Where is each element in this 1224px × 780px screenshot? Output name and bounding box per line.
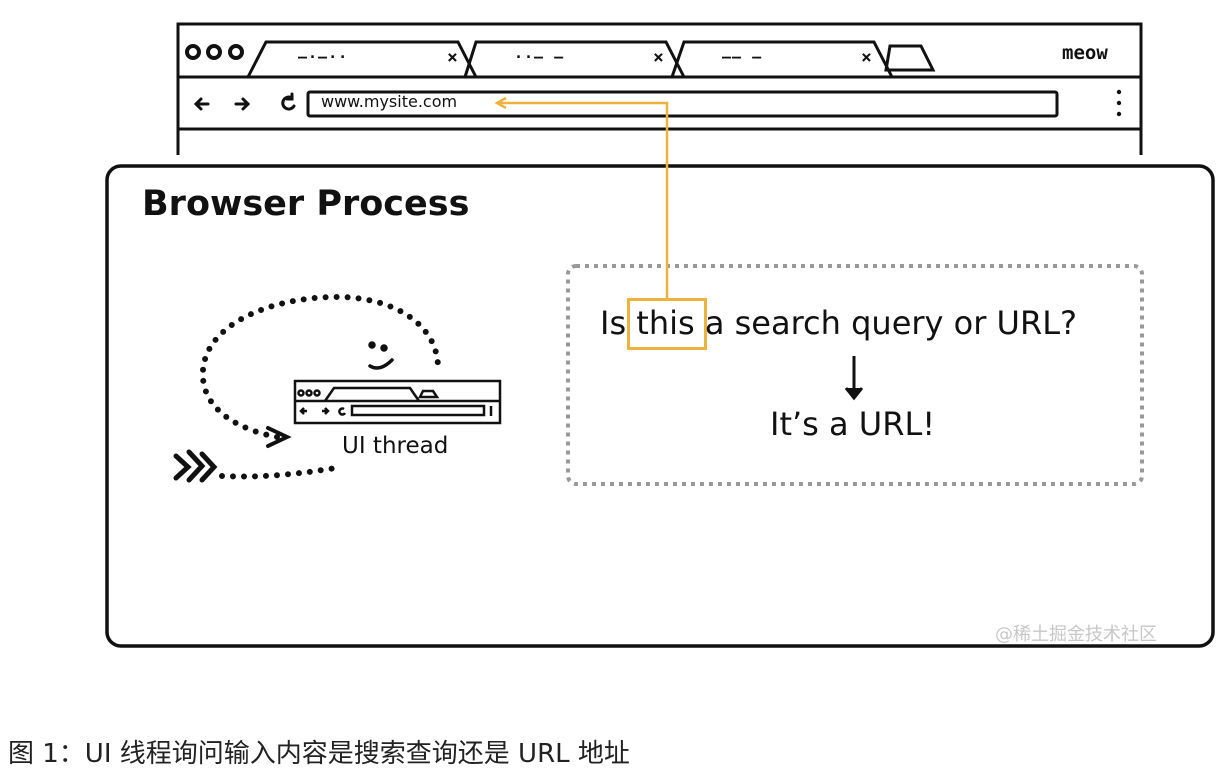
tab-2-close-icon[interactable]: ×: [653, 47, 665, 68]
figure-caption: 图 1：UI 线程询问输入内容是搜索查询还是 URL 地址: [8, 739, 630, 769]
tab-2-label[interactable]: ··— —: [514, 48, 565, 66]
address-bar[interactable]: [306, 90, 1059, 118]
mini-browser: [293, 379, 502, 425]
tab-2-outline: [463, 40, 686, 78]
ui-thread-label: UI thread: [342, 433, 449, 459]
tab-3-outline: [670, 40, 894, 78]
answer-text: It’s a URL!: [770, 405, 936, 443]
browser-window-frame: [176, 22, 1143, 155]
browser-process-box: [105, 164, 1215, 648]
url-connector: [494, 96, 669, 298]
window-controls: [185, 44, 244, 60]
tab-1-close-icon[interactable]: ×: [447, 47, 459, 68]
highlight-box: [627, 298, 707, 350]
loop-arrowhead: [266, 426, 292, 448]
window-title: meow: [1062, 42, 1108, 64]
nav-icons: [193, 92, 296, 111]
tab-3-label[interactable]: —— —: [722, 48, 763, 66]
question-highlight-word: this: [636, 304, 695, 342]
address-bar-text[interactable]: www.mysite.com: [321, 92, 458, 111]
decision-region: [566, 264, 1144, 486]
watermark: @稀土掘金技术社区: [995, 624, 1157, 645]
forward-arrow-icon: [234, 97, 251, 111]
tab-1-label[interactable]: —·—··: [298, 48, 349, 66]
reload-icon: [281, 92, 296, 111]
down-arrow: [844, 356, 864, 401]
thread-loop: [199, 293, 441, 480]
question-prefix: Is: [600, 304, 637, 342]
question-text: Is this a search query or URL?: [600, 304, 1077, 342]
back-arrow-icon: [193, 97, 210, 111]
new-tab-button: [884, 44, 936, 72]
tab-strip: [246, 40, 936, 78]
menu-kebab-icon[interactable]: [1116, 89, 1122, 117]
smiley-face: [368, 341, 394, 370]
tab-3-close-icon[interactable]: ×: [861, 47, 873, 68]
tab-1-outline: [246, 40, 478, 78]
question-suffix: a search query or URL?: [694, 304, 1078, 342]
chevrons: [173, 449, 218, 483]
browser-process-title: Browser Process: [142, 184, 470, 224]
